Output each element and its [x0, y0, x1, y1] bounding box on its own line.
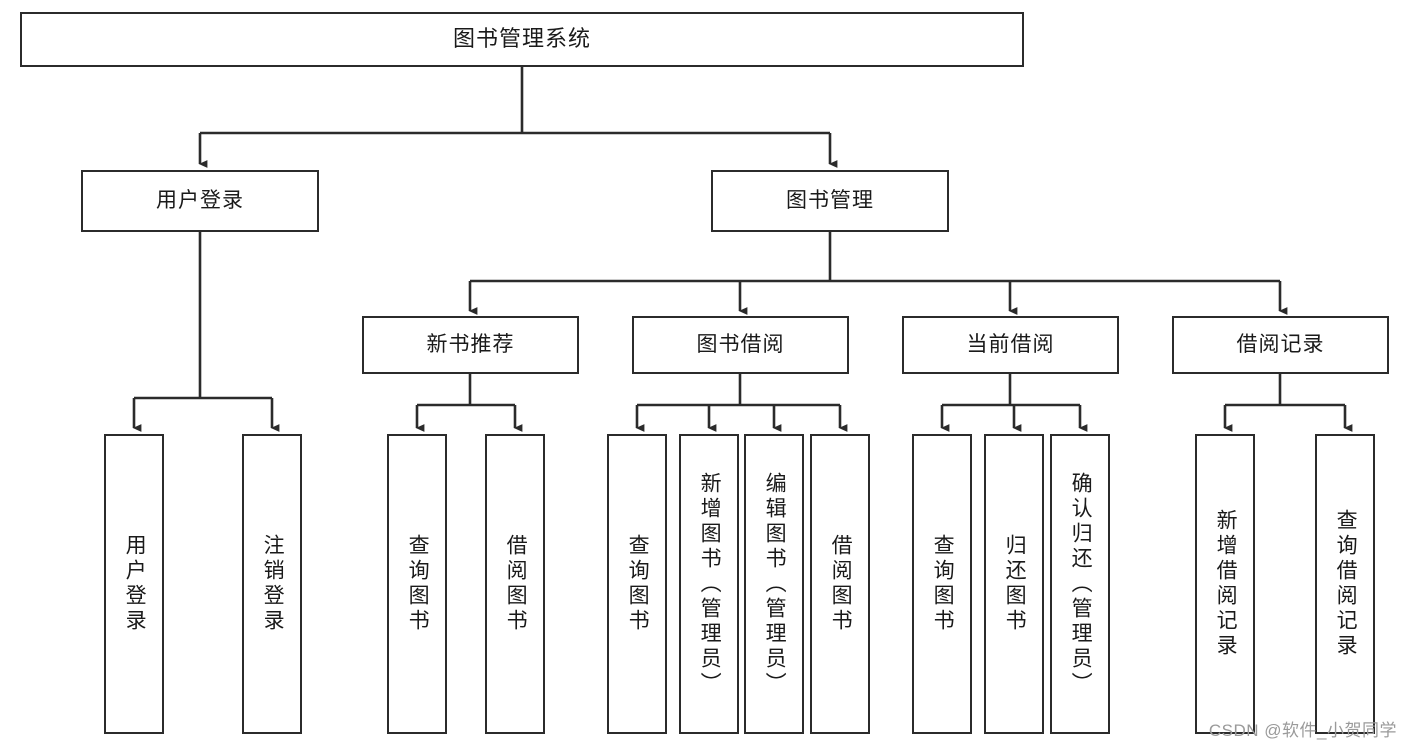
node-label: 用户登录 [123, 534, 147, 634]
node-leaf-borrow-book-recommend[interactable]: 借阅图书 [485, 434, 545, 734]
node-label: 图书管理系统 [452, 26, 591, 52]
node-leaf-add-book[interactable]: 新增图书（管理员） [679, 434, 739, 734]
node-book-manage[interactable]: 图书管理 [711, 170, 949, 232]
node-leaf-query-book-borrow[interactable]: 查询图书 [607, 434, 667, 734]
node-label: 确认归还（管理员） [1069, 471, 1093, 697]
node-leaf-user-login[interactable]: 用户登录 [104, 434, 164, 734]
node-label: 新书推荐 [426, 333, 515, 357]
node-label: 新增借阅记录 [1214, 509, 1238, 659]
csdn-watermark: CSDN @软件_小贺同学 [1208, 721, 1397, 740]
node-leaf-query-borrow-record[interactable]: 查询借阅记录 [1315, 434, 1375, 734]
node-user-login[interactable]: 用户登录 [81, 170, 319, 232]
node-label: 查询图书 [931, 534, 955, 634]
node-label: 注销登录 [261, 534, 285, 634]
node-root-system[interactable]: 图书管理系统 [20, 12, 1024, 67]
node-leaf-borrow-book[interactable]: 借阅图书 [810, 434, 870, 734]
node-label: 图书管理 [786, 189, 874, 213]
node-label: 借阅记录 [1236, 333, 1325, 357]
node-new-book-recommend[interactable]: 新书推荐 [362, 316, 579, 374]
node-label: 编辑图书（管理员） [763, 471, 787, 697]
node-label: 当前借阅 [966, 333, 1055, 357]
node-label: 借阅图书 [829, 534, 853, 634]
node-label: 借阅图书 [504, 534, 528, 634]
node-label: 查询图书 [626, 534, 650, 634]
node-leaf-confirm-return[interactable]: 确认归还（管理员） [1050, 434, 1110, 734]
node-borrow-record[interactable]: 借阅记录 [1172, 316, 1389, 374]
node-current-borrow[interactable]: 当前借阅 [902, 316, 1119, 374]
node-leaf-add-borrow-record[interactable]: 新增借阅记录 [1195, 434, 1255, 734]
node-leaf-return-book[interactable]: 归还图书 [984, 434, 1044, 734]
node-leaf-query-book-current[interactable]: 查询图书 [912, 434, 972, 734]
node-book-borrow[interactable]: 图书借阅 [632, 316, 849, 374]
node-label: 查询图书 [406, 534, 430, 634]
node-label: 新增图书（管理员） [698, 471, 722, 697]
node-label: 查询借阅记录 [1334, 509, 1358, 659]
node-label: 归还图书 [1003, 534, 1027, 634]
node-label: 用户登录 [156, 189, 244, 213]
node-leaf-query-book-recommend[interactable]: 查询图书 [387, 434, 447, 734]
node-leaf-edit-book[interactable]: 编辑图书（管理员） [744, 434, 804, 734]
node-label: 图书借阅 [696, 333, 785, 357]
node-leaf-logout[interactable]: 注销登录 [242, 434, 302, 734]
